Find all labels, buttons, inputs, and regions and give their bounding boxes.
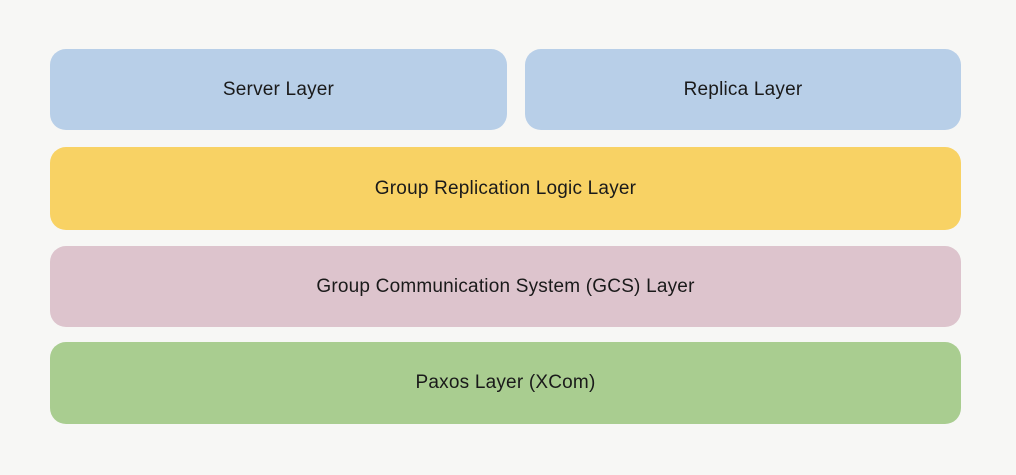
replica-layer-label: Replica Layer [683,78,803,100]
group-communication-system-layer-box: Group Communication System (GCS) Layer [50,246,961,327]
group-replication-logic-layer-box: Group Replication Logic Layer [50,147,961,230]
group-replication-logic-layer-label: Group Replication Logic Layer [374,177,637,199]
server-layer-label: Server Layer [222,78,335,100]
top-layer-row: Server Layer Replica Layer [50,49,961,130]
group-replication-logic-row: Group Replication Logic Layer [50,147,961,230]
paxos-row: Paxos Layer (XCom) [50,342,961,424]
replica-layer-box: Replica Layer [525,49,961,130]
server-layer-box: Server Layer [50,49,507,130]
architecture-diagram: Server Layer Replica Layer Group Replica… [50,49,961,424]
paxos-layer-box: Paxos Layer (XCom) [50,342,961,424]
group-communication-system-row: Group Communication System (GCS) Layer [50,246,961,327]
group-communication-system-layer-label: Group Communication System (GCS) Layer [316,275,695,297]
paxos-layer-label: Paxos Layer (XCom) [415,372,596,393]
